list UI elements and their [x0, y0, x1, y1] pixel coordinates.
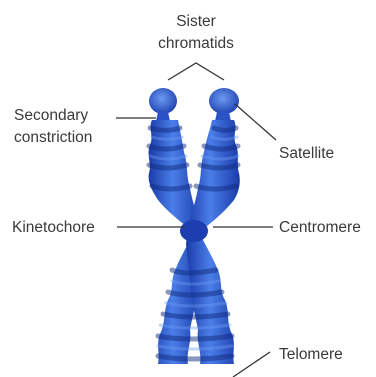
leader-sister-chromatids — [168, 63, 224, 80]
label-secondary: Secondary — [14, 106, 88, 125]
label-chromatids: chromatids — [146, 34, 246, 53]
satellite-left — [149, 88, 177, 114]
label-satellite: Satellite — [279, 144, 334, 163]
centromere-core — [180, 220, 208, 242]
label-kinetochore: Kinetochore — [12, 218, 95, 237]
satellite-right — [209, 88, 239, 114]
constriction-right — [215, 112, 231, 121]
label-constriction: constriction — [14, 128, 92, 147]
label-sister: Sister — [146, 12, 246, 31]
leader-telomere — [233, 352, 270, 377]
label-telomere: Telomere — [279, 345, 343, 364]
leader-satellite — [235, 104, 276, 140]
constriction-left — [156, 112, 170, 121]
label-centromere: Centromere — [279, 218, 361, 237]
